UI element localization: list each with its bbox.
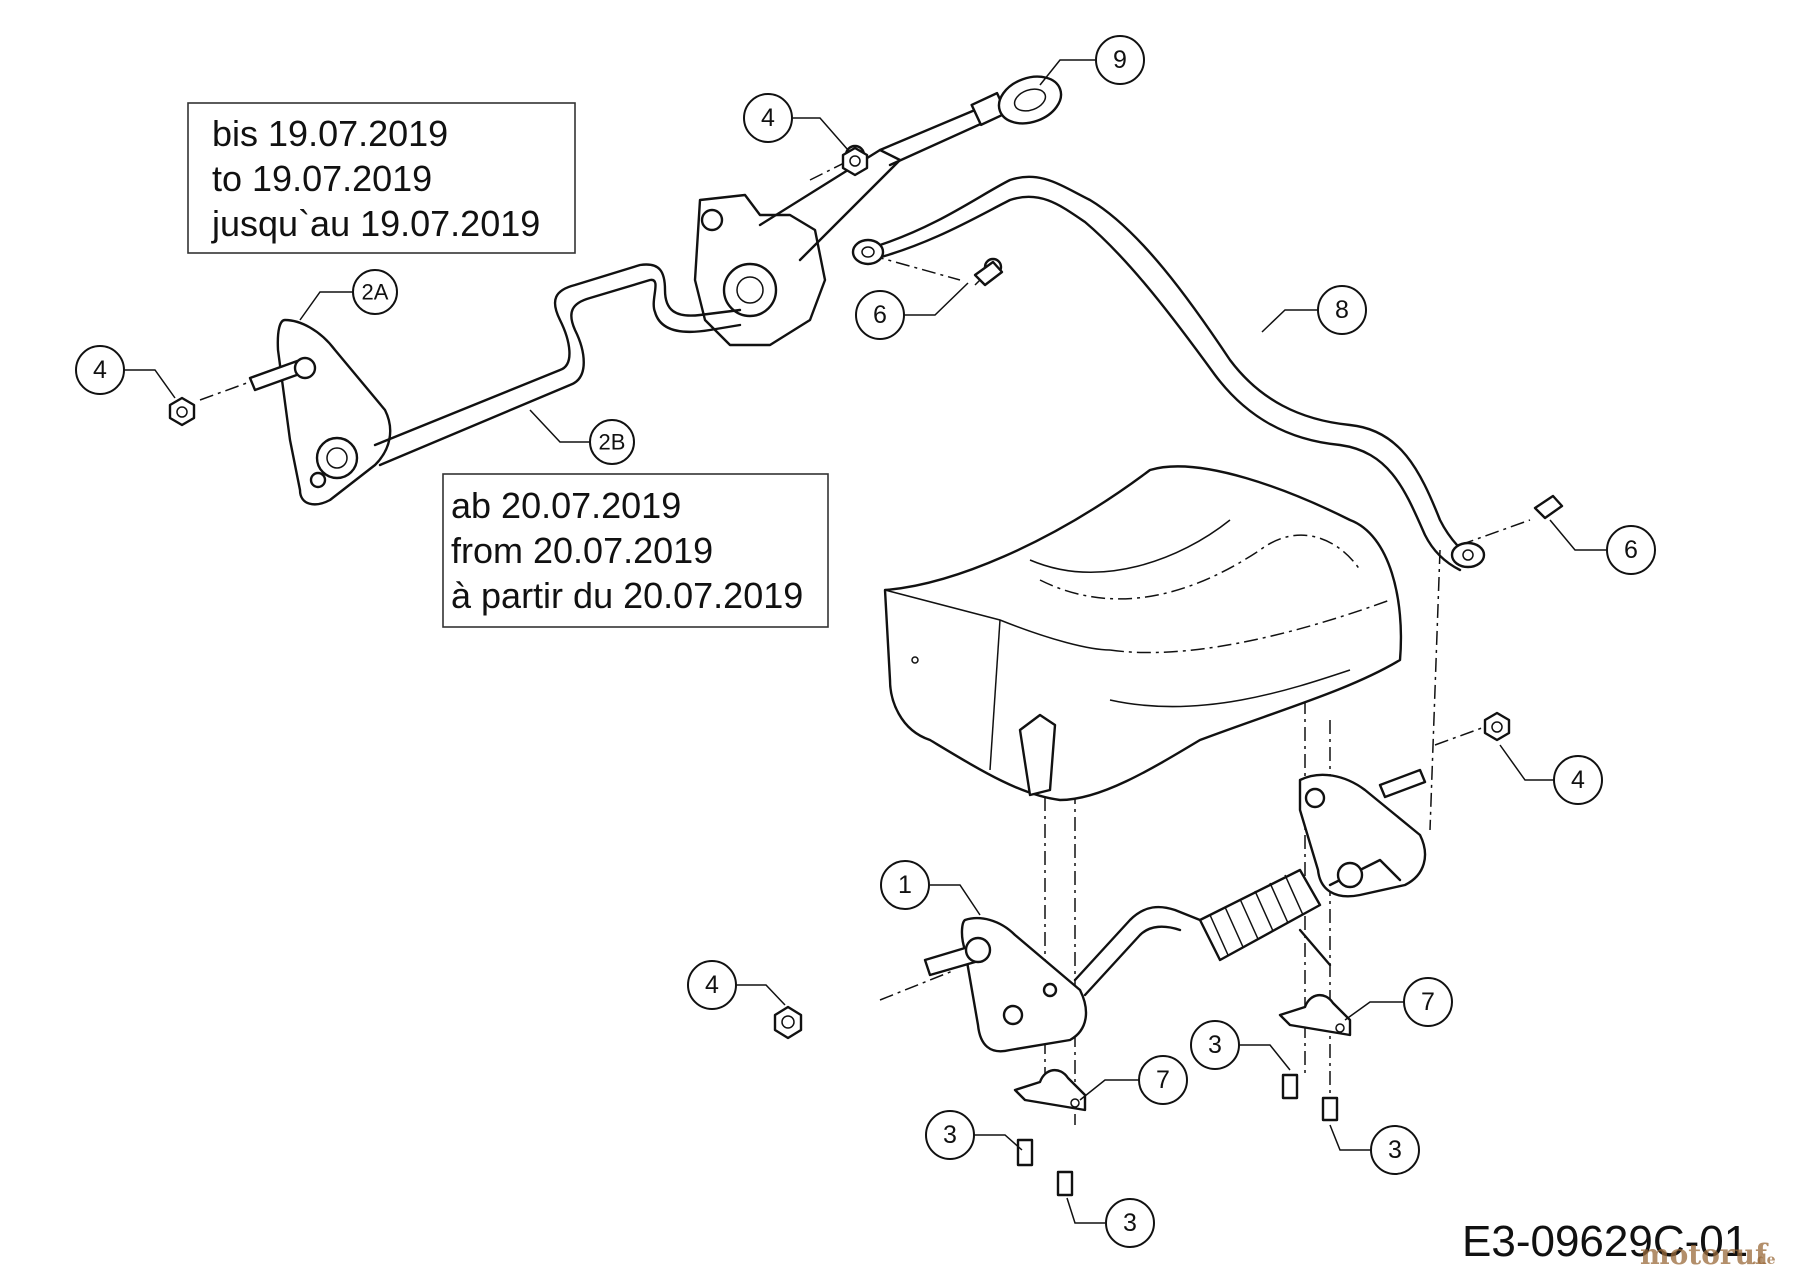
callout-3-c: 3 <box>1370 1125 1420 1175</box>
callout-label: 2B <box>599 430 626 455</box>
bolt-3-a <box>1016 1138 1034 1167</box>
assembly-lines <box>199 159 1531 1125</box>
height-adjuster-plate-2a <box>248 318 392 506</box>
upper-bracket <box>693 75 1063 347</box>
axle-rod-2b <box>373 263 742 467</box>
clip-7-left <box>1013 1069 1087 1112</box>
callout-2b: 2B <box>589 419 635 465</box>
callout-label: 6 <box>873 301 887 329</box>
callout-9: 9 <box>1095 35 1145 85</box>
callout-4-top: 4 <box>743 93 793 143</box>
callout-6-top: 6 <box>855 290 905 340</box>
note-line: to 19.07.2019 <box>212 158 432 199</box>
note-from-date: ab 20.07.2019 from 20.07.2019 à partir d… <box>442 473 829 628</box>
note-before-date: bis 19.07.2019 to 19.07.2019 jusqu`au 19… <box>187 102 576 254</box>
bolt-6-a <box>973 260 1004 287</box>
callout-label: 4 <box>93 356 107 384</box>
nut-4-b <box>841 146 869 177</box>
watermark-text: motoruf <box>1640 1238 1769 1271</box>
bolt-6-b <box>1533 494 1564 520</box>
leader-lines <box>124 59 1607 1224</box>
callout-label: 4 <box>761 104 775 132</box>
callout-label: 2A <box>362 280 389 305</box>
watermark-suffix: .de <box>1752 1252 1776 1268</box>
callouts: 9 4 2A 4 2B 6 8 6 4 1 4 7 3 7 3 3 3 <box>75 35 1656 1248</box>
callout-4-right: 4 <box>1553 755 1603 805</box>
callout-3-a: 3 <box>925 1110 975 1160</box>
callout-label: 8 <box>1335 296 1349 324</box>
callout-label: 1 <box>898 871 912 899</box>
callout-label: 9 <box>1113 46 1127 74</box>
spring <box>1198 868 1322 962</box>
callout-label: 6 <box>1624 536 1638 564</box>
callout-label: 3 <box>1208 1031 1222 1059</box>
note-line: jusqu`au 19.07.2019 <box>211 203 540 244</box>
callout-label: 7 <box>1421 988 1435 1016</box>
nut-4-d <box>773 1005 803 1040</box>
callout-2a: 2A <box>352 269 398 315</box>
callout-3-b: 3 <box>1190 1020 1240 1070</box>
note-line: bis 19.07.2019 <box>212 113 448 154</box>
note-line: from 20.07.2019 <box>451 530 713 571</box>
callout-label: 3 <box>1123 1209 1137 1237</box>
callout-8: 8 <box>1317 285 1367 335</box>
callout-3-d: 3 <box>1105 1198 1155 1248</box>
mower-housing <box>883 465 1403 802</box>
clip-7-right <box>1278 994 1352 1037</box>
callout-label: 4 <box>1571 766 1585 794</box>
callout-7-right: 7 <box>1403 977 1453 1027</box>
bolt-3-d <box>1321 1096 1339 1122</box>
callout-6-right: 6 <box>1606 525 1656 575</box>
fasteners <box>168 146 1564 1197</box>
watermark: motoruf .de <box>1640 1238 1776 1271</box>
callout-label: 7 <box>1156 1066 1170 1094</box>
bolt-3-c <box>1281 1073 1299 1100</box>
nut-4-c <box>1483 711 1511 742</box>
callout-label: 3 <box>1388 1136 1402 1164</box>
note-line: à partir du 20.07.2019 <box>451 575 803 616</box>
callout-4-left: 4 <box>75 345 125 395</box>
callout-label: 4 <box>705 971 719 999</box>
nut-4-a <box>168 396 196 427</box>
note-line: ab 20.07.2019 <box>451 485 681 526</box>
callout-4-bottom: 4 <box>687 960 737 1010</box>
callout-1: 1 <box>880 860 930 910</box>
upper-handle-bar <box>851 175 1486 572</box>
callout-label: 3 <box>943 1121 957 1149</box>
bolt-3-b <box>1056 1170 1074 1197</box>
drawing-code: E3-09629C-01 <box>1462 1217 1748 1266</box>
lower-adjuster-assembly <box>923 768 1427 1053</box>
callout-7-left: 7 <box>1138 1055 1188 1105</box>
